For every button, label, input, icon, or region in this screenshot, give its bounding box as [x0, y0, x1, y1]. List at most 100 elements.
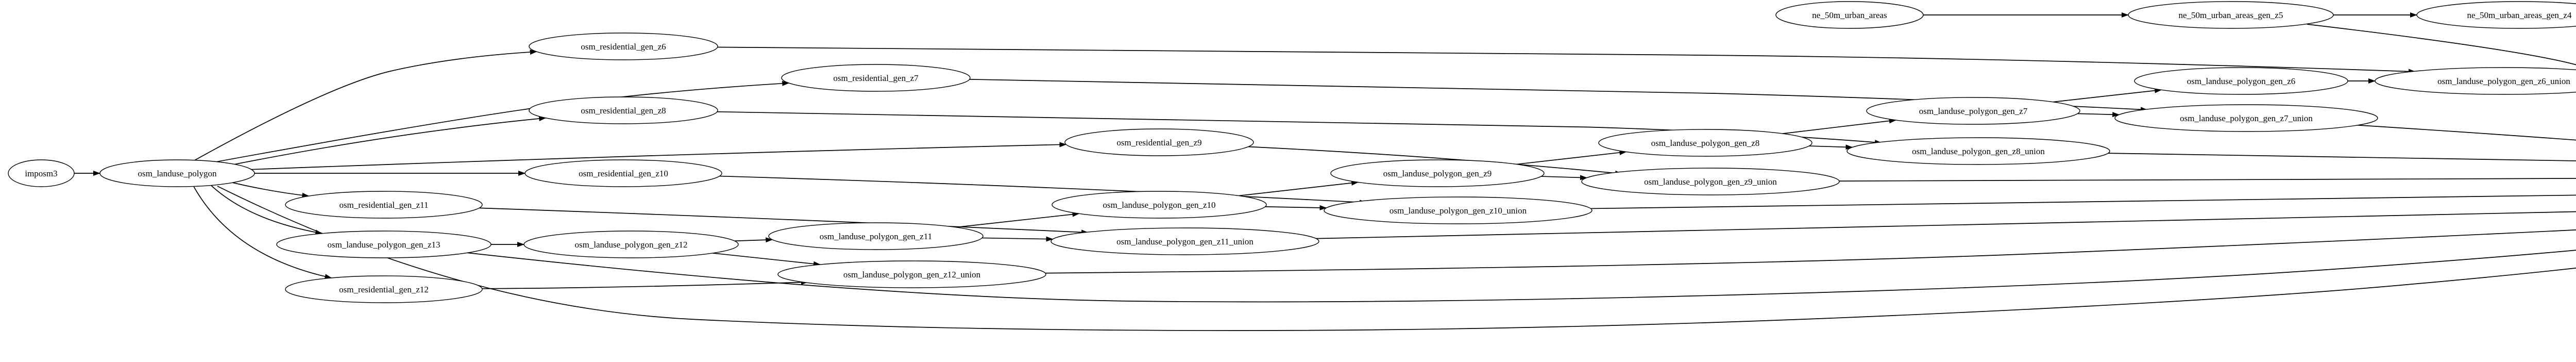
- table-node-osm_residential_gen_z9: osm_residential_gen_z9: [1064, 128, 1254, 156]
- osm_residential_gen_z8-ellipse: [529, 96, 718, 124]
- osm_residential_gen_z6-ellipse: [529, 32, 718, 60]
- osm_landuse_polygon_gen_z11-ellipse: [768, 222, 984, 250]
- table-node-osm_residential_gen_z6: osm_residential_gen_z6: [529, 32, 718, 60]
- table-node-osm_landuse_polygon_gen_z11: osm_landuse_polygon_gen_z11: [768, 222, 984, 250]
- osm_landuse_polygon_gen_z9-label: osm_landuse_polygon_gen_z9: [1383, 169, 1492, 178]
- edge-osm_residential_gen_z11-to-osm_landuse_polygon_gen_z11_union: [479, 207, 1089, 235]
- osm_landuse_polygon_gen_z6-ellipse: [2134, 67, 2348, 95]
- osm_landuse_polygon_gen_z8_union-ellipse: [1846, 137, 2110, 165]
- edge-osm_landuse_polygon-to-osm_residential_gen_z8: [225, 116, 547, 167]
- osm_landuse_polygon_gen_z11_union-ellipse: [1050, 227, 1319, 255]
- osm_landuse_polygon_gen_z13-ellipse: [276, 231, 492, 258]
- imposm3-ellipse: [8, 159, 75, 187]
- table-node-osm_landuse_polygon_gen_z8: osm_landuse_polygon_gen_z8: [1598, 129, 1812, 157]
- edge-osm_landuse_polygon_gen_z10-to-osm_landuse_polygon_gen_z10_union: [1265, 205, 1327, 210]
- edge-osm_landuse_polygon_gen_z12_union-to-layer_landuse-z12: [1045, 229, 2576, 274]
- edge-osm_landuse_polygon_gen_z7-to-osm_landuse_polygon_gen_z6: [2053, 88, 2162, 103]
- ne_50m_urban_areas-ellipse: [1775, 1, 1924, 29]
- osm_landuse_polygon_gen_z7-label: osm_landuse_polygon_gen_z7: [1919, 106, 2028, 116]
- table-node-osm_landuse_polygon_gen_z6_union: osm_landuse_polygon_gen_z6_union: [2375, 67, 2576, 95]
- edge-osm_residential_gen_z9-to-osm_landuse_polygon_gen_z9_union: [1248, 146, 1622, 176]
- osm_landuse_polygon_gen_z7_union-label: osm_landuse_polygon_gen_z7_union: [2180, 113, 2313, 123]
- table-node-osm_landuse_polygon: osm_landuse_polygon: [99, 159, 255, 187]
- osm_landuse_polygon_gen_z12_union-ellipse: [777, 260, 1046, 288]
- edge-osm_landuse_polygon_gen_z12-to-osm_landuse_polygon_gen_z11: [734, 237, 773, 243]
- edge-osm_landuse_polygon_gen_z9-to-osm_landuse_polygon_gen_z9_union: [1541, 175, 1587, 180]
- edge-osm_residential_gen_z10-to-osm_landuse_polygon_gen_z10_union: [719, 175, 1367, 205]
- imposm3-label: imposm3: [25, 169, 57, 178]
- osm_landuse_polygon_gen_z6_union-label: osm_landuse_polygon_gen_z6_union: [2437, 76, 2570, 86]
- table-node-osm_landuse_polygon_gen_z10: osm_landuse_polygon_gen_z10: [1052, 191, 1267, 219]
- osm_residential_gen_z12-label: osm_residential_gen_z12: [339, 285, 429, 294]
- table-node-osm_landuse_polygon_gen_z12_union: osm_landuse_polygon_gen_z12_union: [777, 260, 1046, 288]
- osm_landuse_polygon_gen_z10_union-label: osm_landuse_polygon_gen_z10_union: [1389, 206, 1527, 216]
- edge-osm_landuse_polygon-to-osm_residential_gen_z6: [191, 49, 537, 162]
- edge-osm_landuse_polygon_gen_z12-to-osm_landuse_polygon_gen_z12_union: [713, 253, 821, 267]
- table-node-osm_landuse_polygon_gen_z12: osm_landuse_polygon_gen_z12: [523, 231, 739, 258]
- table-node-osm_landuse_polygon_gen_z8_union: osm_landuse_polygon_gen_z8_union: [1846, 137, 2110, 165]
- nodes-layer: imposm3 osm_landuse_polygon osm_residentia…: [8, 1, 2576, 303]
- osm_landuse_polygon_gen_z12-ellipse: [523, 231, 739, 258]
- osm_landuse_polygon_gen_z10-label: osm_landuse_polygon_gen_z10: [1103, 200, 1215, 210]
- osm_landuse_polygon_gen_z9_union-label: osm_landuse_polygon_gen_z9_union: [1644, 177, 1777, 187]
- edge-osm_landuse_polygon_gen_z7_union-to-layer_landuse-z7: [2358, 124, 2576, 141]
- osm_landuse_polygon-label: osm_landuse_polygon: [138, 169, 217, 178]
- table-node-ne_50m_urban_areas_gen_z5: ne_50m_urban_areas_gen_z5: [2128, 1, 2334, 29]
- ne_50m_urban_areas_gen_z5-label: ne_50m_urban_areas_gen_z5: [2179, 10, 2283, 20]
- osm_landuse_polygon_gen_z6-label: osm_landuse_polygon_gen_z6: [2187, 76, 2296, 86]
- osm_landuse_polygon_gen_z7_union-ellipse: [2114, 104, 2378, 132]
- ne_50m_urban_areas_gen_z4-label: ne_50m_urban_areas_gen_z4: [2467, 10, 2572, 20]
- osm_residential_gen_z7-ellipse: [781, 64, 971, 92]
- edge-osm_residential_gen_z12-to-osm_landuse_polygon_gen_z12_union: [482, 279, 808, 289]
- table-node-osm_landuse_polygon_gen_z6: osm_landuse_polygon_gen_z6: [2134, 67, 2348, 95]
- table-node-osm_landuse_polygon_gen_z9_union: osm_landuse_polygon_gen_z9_union: [1581, 168, 1840, 195]
- table-node-ne_50m_urban_areas: ne_50m_urban_areas: [1775, 1, 1924, 29]
- edge-osm_landuse_polygon-to-osm_landuse_polygon_gen_z13: [209, 183, 323, 235]
- osm_residential_gen_z12-ellipse: [285, 275, 483, 303]
- osm_residential_gen_z9-ellipse: [1064, 128, 1254, 156]
- table-node-osm_landuse_polygon_gen_z7: osm_landuse_polygon_gen_z7: [1866, 97, 2080, 125]
- table-node-osm_landuse_polygon_gen_z9: osm_landuse_polygon_gen_z9: [1330, 159, 1545, 187]
- edge-osm_landuse_polygon-to-osm_residential_gen_z12: [192, 184, 332, 279]
- osm_landuse_polygon_gen_z8-label: osm_landuse_polygon_gen_z8: [1651, 138, 1760, 148]
- osm_residential_gen_z6-label: osm_residential_gen_z6: [581, 42, 666, 52]
- osm_residential_gen_z7-label: osm_residential_gen_z7: [833, 73, 919, 83]
- osm_residential_gen_z10-label: osm_residential_gen_z10: [579, 169, 668, 178]
- edge-osm_landuse_polygon_gen_z8_union-to-layer_landuse-z8: [2108, 153, 2576, 161]
- table-node-osm_landuse_polygon_gen_z11_union: osm_landuse_polygon_gen_z11_union: [1050, 227, 1319, 255]
- edge-osm_residential_gen_z6-to-osm_landuse_polygon_gen_z6_union: [717, 46, 2416, 74]
- osm_landuse_polygon_gen_z12-label: osm_landuse_polygon_gen_z12: [574, 240, 687, 250]
- table-node-osm_residential_gen_z12: osm_residential_gen_z12: [285, 275, 483, 303]
- edge-osm_landuse_polygon_gen_z10_union-to-layer_landuse-z10: [1590, 194, 2576, 209]
- ne_50m_urban_areas_gen_z5-ellipse: [2128, 1, 2334, 29]
- table-node-osm_residential_gen_z8: osm_residential_gen_z8: [529, 96, 718, 124]
- osm_landuse_polygon_gen_z8-ellipse: [1598, 129, 1812, 157]
- edge-osm_landuse_polygon_gen_z11_union-to-layer_landuse-z11: [1316, 211, 2576, 239]
- osm_landuse_polygon_gen_z13-label: osm_landuse_polygon_gen_z13: [327, 240, 440, 250]
- table-node-osm_residential_gen_z10: osm_residential_gen_z10: [524, 159, 722, 187]
- osm_residential_gen_z11-label: osm_residential_gen_z11: [339, 200, 428, 210]
- ne_50m_urban_areas_gen_z4-ellipse: [2416, 1, 2576, 29]
- table-node-osm_landuse_polygon_gen_z7_union: osm_landuse_polygon_gen_z7_union: [2114, 104, 2378, 132]
- osm_landuse_polygon_gen_z9_union-ellipse: [1581, 168, 1840, 195]
- osm_landuse_polygon_gen_z6_union-ellipse: [2375, 67, 2576, 95]
- osm_landuse_polygon-ellipse: [99, 159, 255, 187]
- osm_landuse_polygon_gen_z11-label: osm_landuse_polygon_gen_z11: [820, 232, 932, 241]
- edge-osm_landuse_polygon-to-layer_landuse-z14+: [217, 186, 2576, 331]
- osm_landuse_polygon_gen_z8_union-label: osm_landuse_polygon_gen_z8_union: [1912, 146, 2045, 156]
- osm_landuse_polygon_gen_z10_union-ellipse: [1324, 196, 1592, 224]
- ne_50m_urban_areas-label: ne_50m_urban_areas: [1812, 10, 1887, 20]
- edge-osm_landuse_polygon_gen_z8-to-osm_landuse_polygon_gen_z7: [1783, 118, 1896, 134]
- edge-osm_landuse_polygon_gen_z13-to-layer_landuse-z13: [466, 250, 2576, 303]
- osm_residential_gen_z9-label: osm_residential_gen_z9: [1116, 138, 1201, 147]
- table-node-osm_landuse_polygon_gen_z10_union: osm_landuse_polygon_gen_z10_union: [1324, 196, 1592, 224]
- edge-ne_50m_urban_areas_gen_z5-to-layer_landuse-z5: [2307, 24, 2576, 65]
- edge-osm_landuse_polygon_gen_z10-to-osm_landuse_polygon_gen_z9: [1239, 180, 1359, 196]
- osm_landuse_polygon_gen_z11_union-label: osm_landuse_polygon_gen_z11_union: [1116, 237, 1253, 246]
- table-node-osm_landuse_polygon_gen_z13: osm_landuse_polygon_gen_z13: [276, 231, 492, 258]
- table-node-ne_50m_urban_areas_gen_z4: ne_50m_urban_areas_gen_z4: [2416, 1, 2576, 29]
- osm_residential_gen_z11-ellipse: [285, 191, 483, 219]
- edge-osm_landuse_polygon_gen_z9-to-osm_landuse_polygon_gen_z8: [1516, 150, 1627, 165]
